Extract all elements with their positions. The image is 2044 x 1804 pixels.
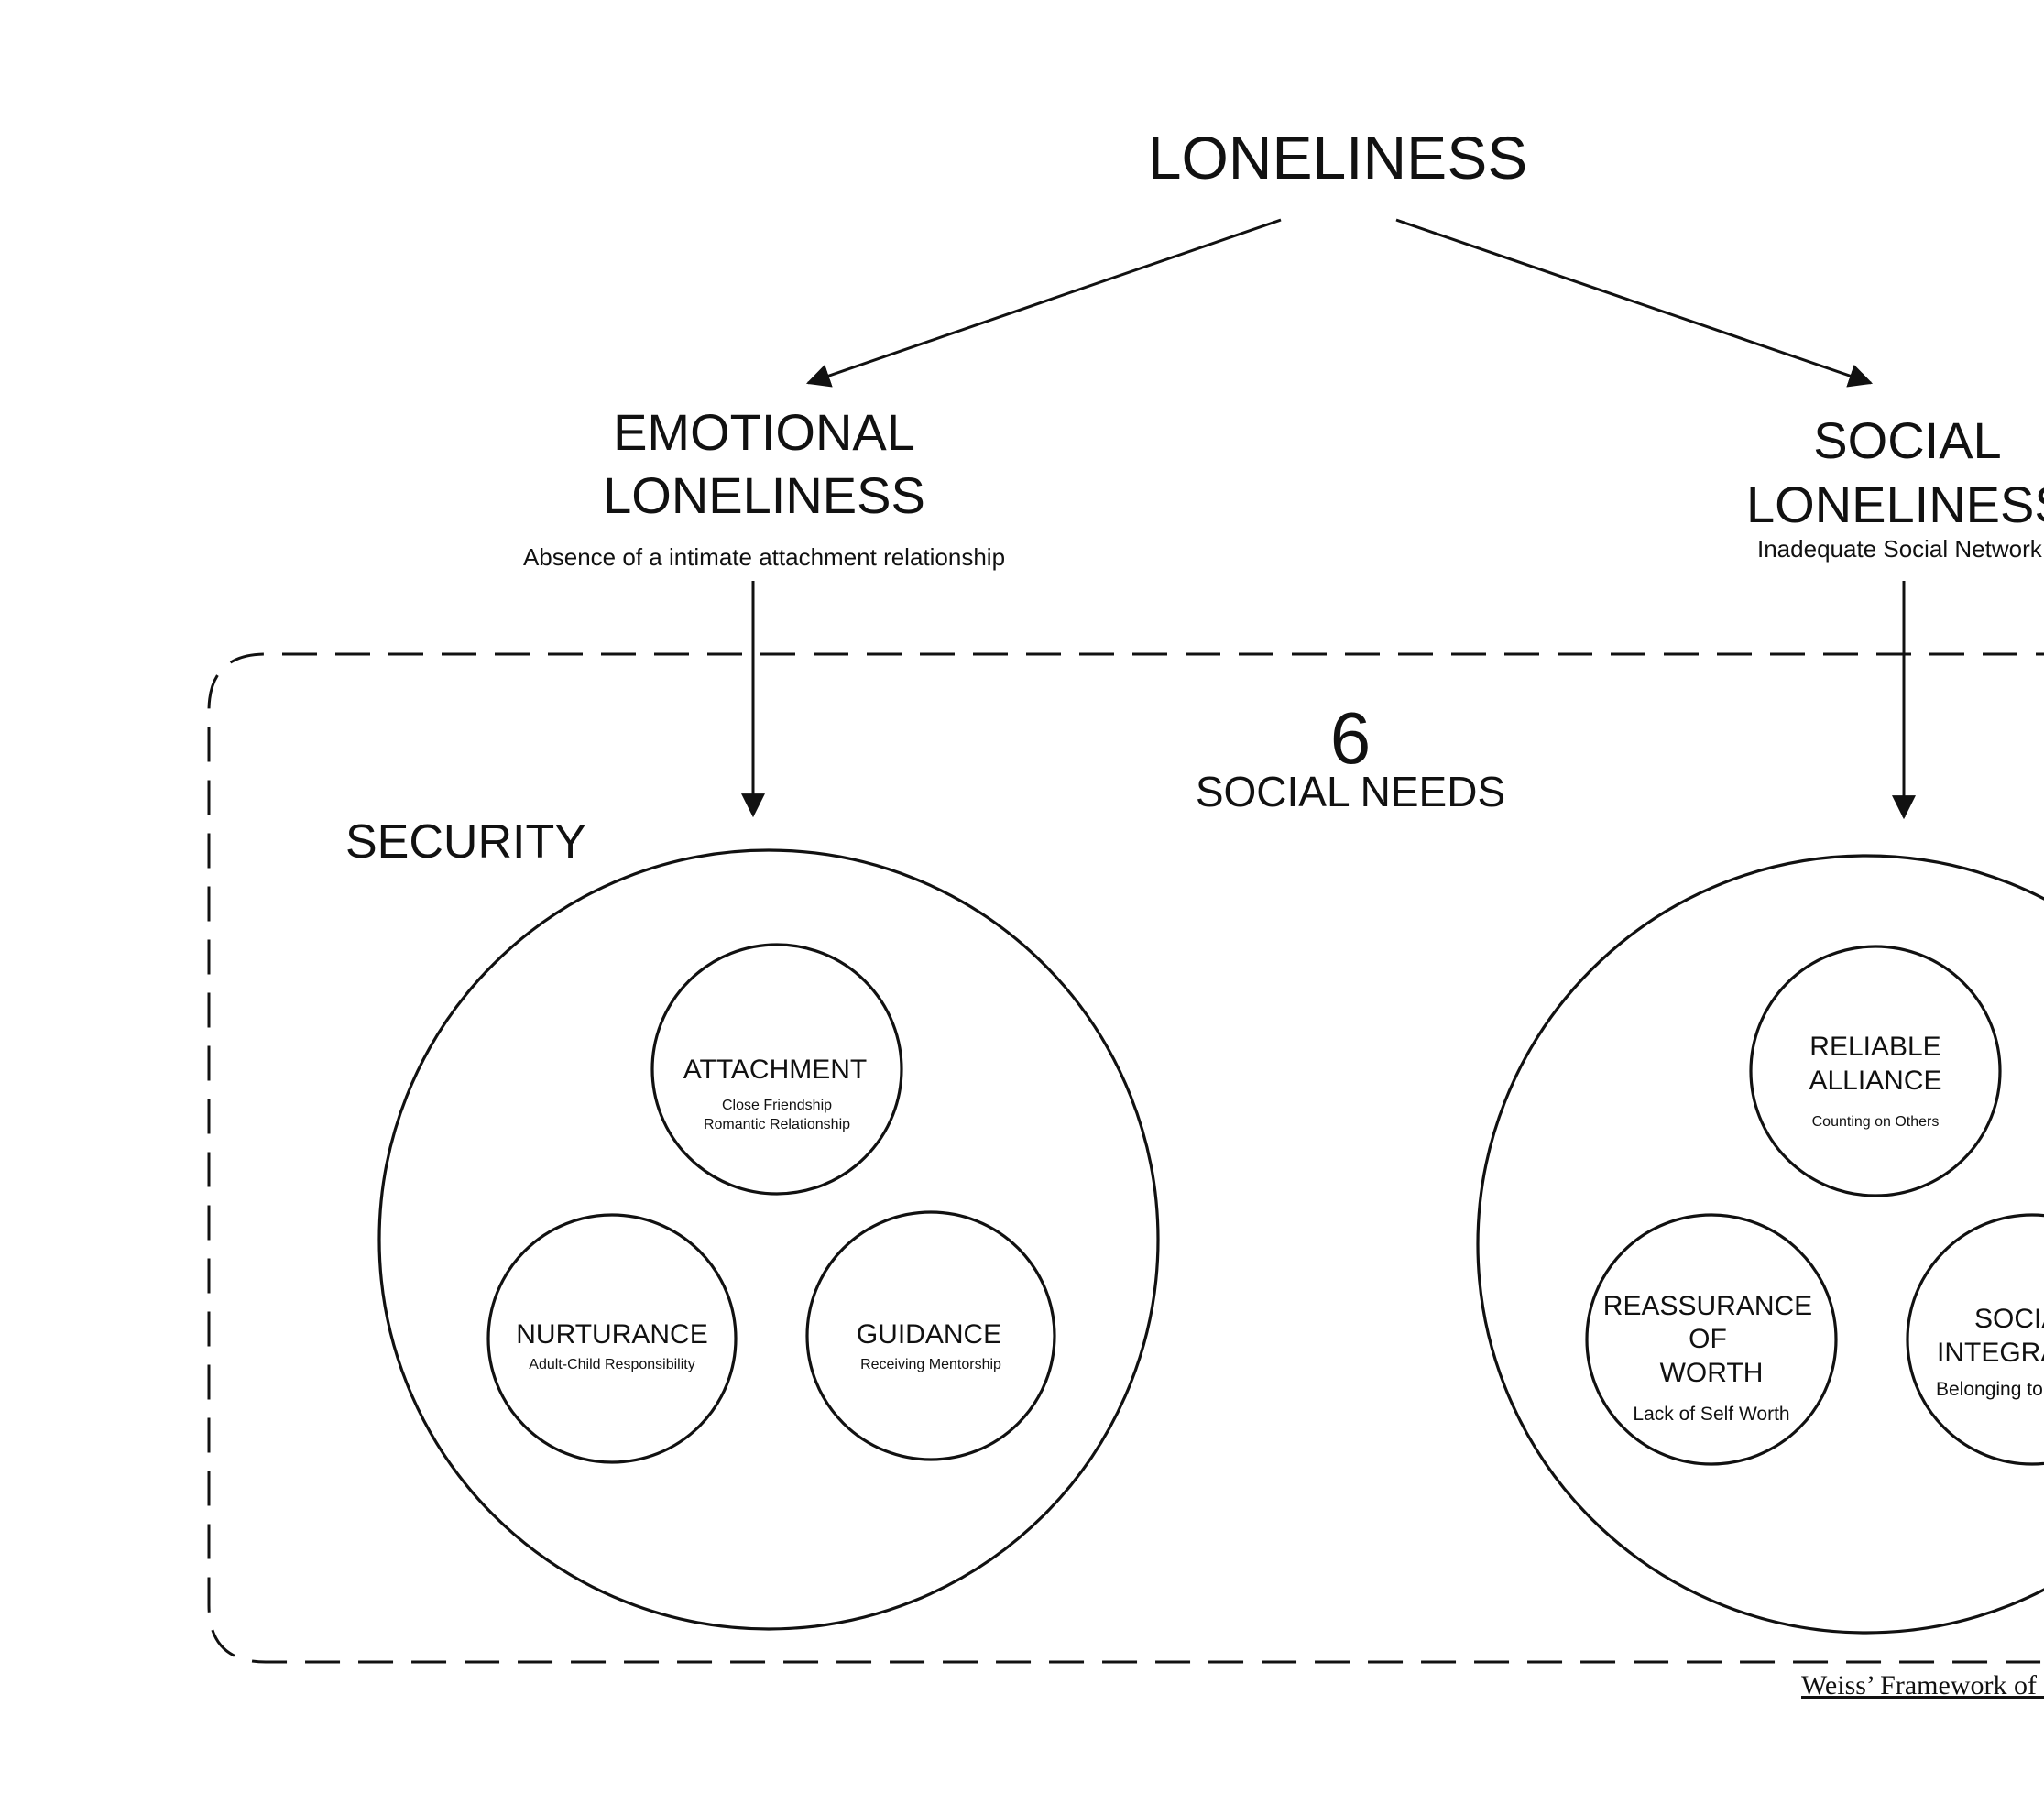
nurturance-sub: Adult-Child Responsibility bbox=[529, 1357, 694, 1372]
reassurance-sub: Lack of Self Worth bbox=[1633, 1404, 1789, 1425]
reassurance-title-line3: WORTH bbox=[1660, 1358, 1764, 1388]
attachment-title: ATTACHMENT bbox=[683, 1055, 868, 1085]
social-integration-title-line2: INTEGRATION bbox=[1937, 1338, 2044, 1368]
reliable-alliance-circle bbox=[1749, 945, 2002, 1197]
reliable-alliance-title-line2: ALLIANCE bbox=[1809, 1066, 1941, 1096]
reassurance-title-line2: OF bbox=[1689, 1324, 1727, 1354]
reliable-alliance-title-line1: RELIABLE bbox=[1809, 1032, 1940, 1062]
social-needs-dashed-box bbox=[207, 652, 2044, 1664]
arrow-to-social bbox=[1395, 218, 1874, 388]
guidance-title: GUIDANCE bbox=[857, 1319, 1001, 1350]
figure-caption: Weiss’ Framework of Loneliness bbox=[1801, 1670, 2044, 1700]
guidance-circle bbox=[805, 1210, 1056, 1461]
emotional-description: Absence of a intimate attachment relatio… bbox=[523, 543, 1005, 571]
social-needs-label: SOCIAL NEEDS bbox=[1196, 768, 1505, 815]
social-integration-title-line1: SOCIAL bbox=[1974, 1304, 2044, 1334]
reassurance-title-line1: REASSURANCE bbox=[1603, 1291, 1812, 1321]
social-description: Inadequate Social Network bbox=[1757, 535, 2043, 563]
social-title-line1: SOCIAL bbox=[1813, 411, 2001, 469]
security-label: SECURITY bbox=[345, 815, 586, 869]
nurturance-circle bbox=[486, 1213, 738, 1464]
attachment-circle bbox=[650, 943, 903, 1196]
attachment-sub2: Romantic Relationship bbox=[704, 1117, 850, 1132]
social-title-line2: LONELINESS bbox=[1746, 476, 2044, 533]
reassurance-of-worth-circle bbox=[1585, 1213, 1838, 1466]
attachment-sub1: Close Friendship bbox=[722, 1098, 832, 1113]
loneliness-title: LONELINESS bbox=[1148, 124, 1528, 191]
nurturance-title: NURTURANCE bbox=[516, 1319, 707, 1350]
social-needs-count: 6 bbox=[1330, 697, 1372, 779]
emotional-title-line2: LONELINESS bbox=[603, 466, 925, 524]
social-integration-circle bbox=[1906, 1213, 2044, 1466]
emotional-title-line1: EMOTIONAL bbox=[613, 403, 915, 461]
guidance-sub: Receiving Mentorship bbox=[860, 1357, 1001, 1372]
arrow-to-emotional bbox=[805, 218, 1282, 388]
reliable-alliance-sub: Counting on Others bbox=[1812, 1114, 1940, 1130]
social-integration-sub: Belonging to a Group bbox=[1936, 1379, 2044, 1400]
